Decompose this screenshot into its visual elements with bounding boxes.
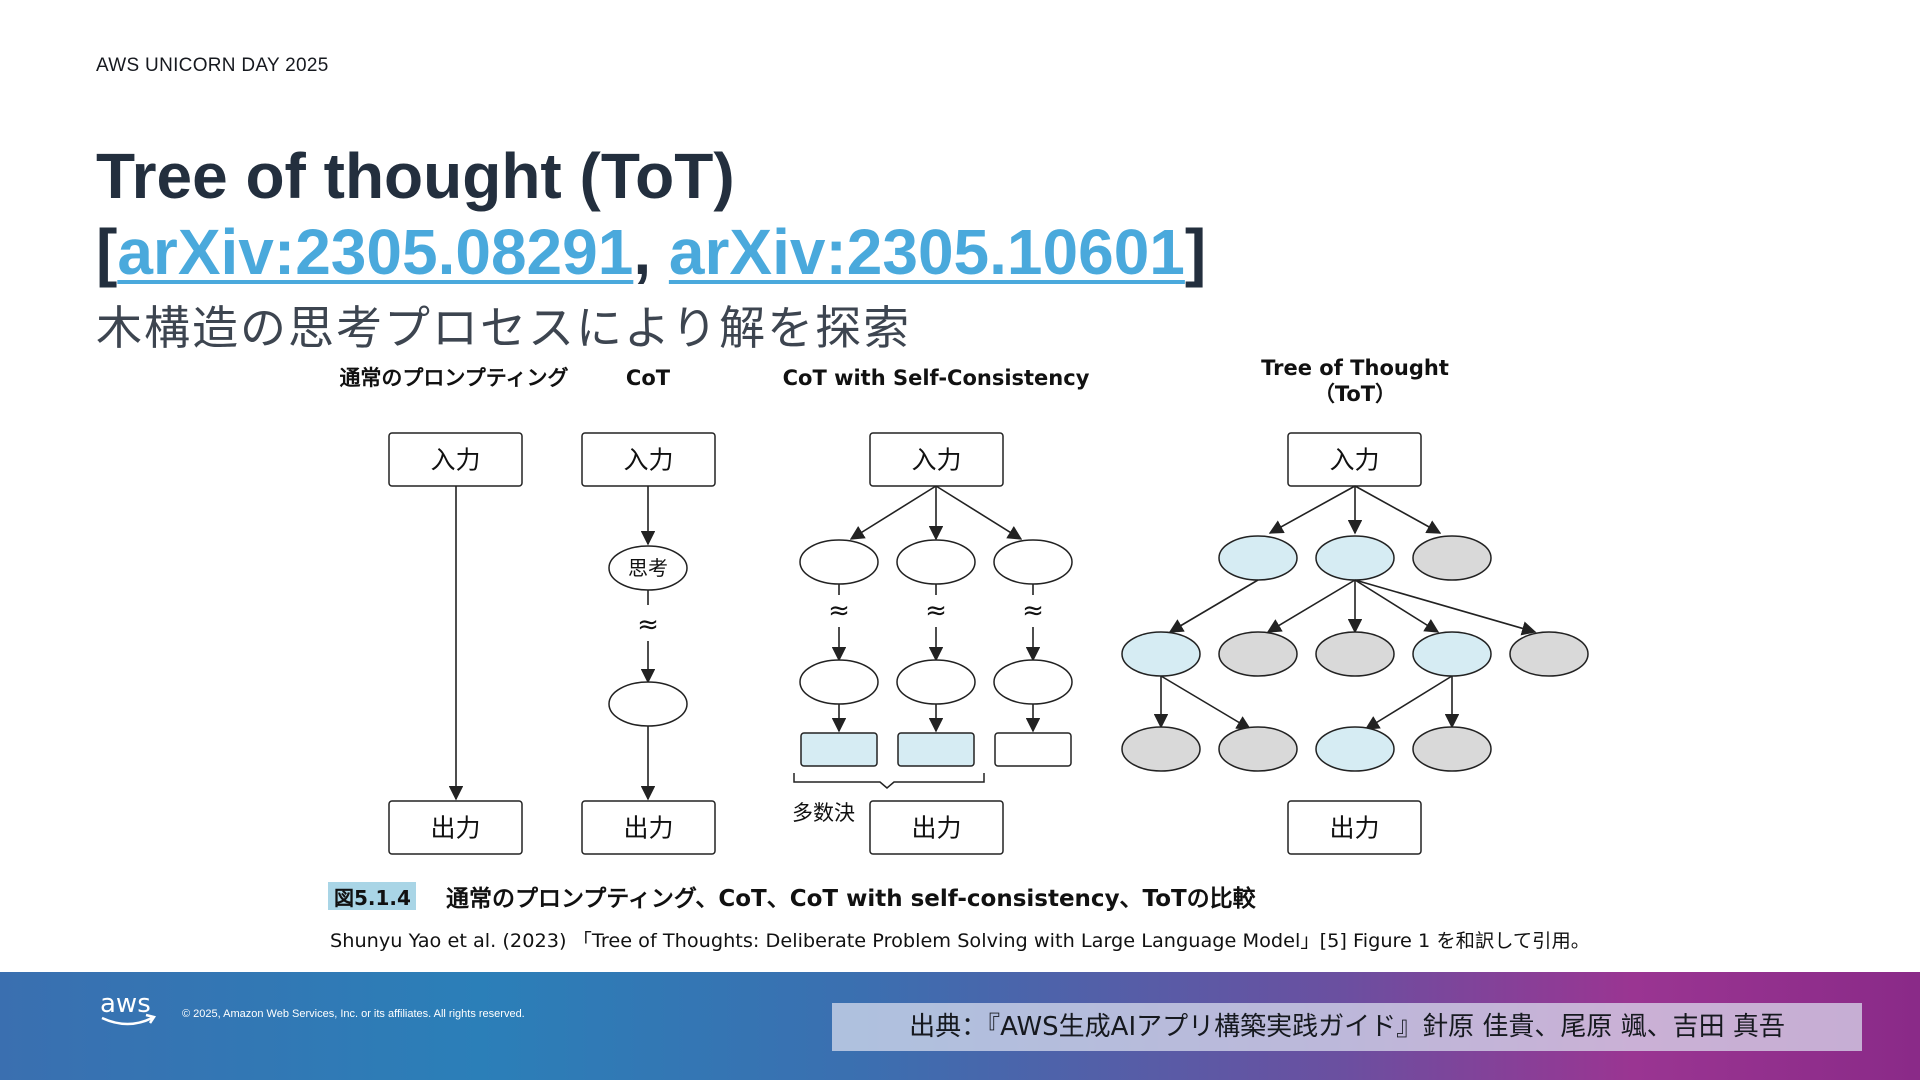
aws-logo-icon: aws xyxy=(100,990,157,1026)
arrow-sc-fan xyxy=(935,485,1023,540)
majority-vote-label: 多数決 xyxy=(792,801,855,825)
arrow-tot xyxy=(1364,675,1453,730)
thought-node-cot-label: 思考 xyxy=(628,556,668,580)
open-bracket: [ xyxy=(96,216,118,288)
node-sc-2 xyxy=(799,659,879,705)
output-box-cot xyxy=(581,800,716,855)
source-citation: 出典：『AWS生成AIアプリ構築実践ガイド』針原 佳貴、尾原 颯、吉田 真吾 xyxy=(832,1003,1862,1051)
heading-cot: CoT xyxy=(626,366,671,390)
output-box-tot-label: 出力 xyxy=(1329,814,1379,843)
figure-citation: Shunyu Yao et al. (2023) 「Tree of Though… xyxy=(330,930,1590,952)
arrow-tot xyxy=(1160,675,1252,730)
input-box-sc-label: 入力 xyxy=(911,446,961,475)
caption-text: 通常のプロンプティング、CoT、CoT with self-consistenc… xyxy=(446,885,1257,912)
node-tot-l1 xyxy=(1412,535,1492,581)
node-tot-l3 xyxy=(1412,726,1492,772)
output-box-cot-label: 出力 xyxy=(623,814,673,843)
output-box-normal xyxy=(388,800,523,855)
heading-cot-sc: CoT with Self-Consistency xyxy=(783,366,1090,390)
continuation-mark: ≈ xyxy=(1022,596,1044,626)
answer-box-sc xyxy=(800,732,878,767)
link-separator: , xyxy=(633,216,669,288)
continuation-mark: ≈ xyxy=(828,596,850,626)
copyright-text: © 2025, Amazon Web Services, Inc. or its… xyxy=(182,1008,525,1020)
continuation-mark: ≈ xyxy=(925,596,947,626)
arrow-sc-fan xyxy=(849,485,937,540)
output-box-normal-label: 出力 xyxy=(430,814,480,843)
continuation-mark: ≈ xyxy=(637,610,659,640)
node-tot-l1 xyxy=(1315,535,1395,581)
caption-number: 図5.1.4 xyxy=(334,886,411,910)
heading-tot-2: （ToT） xyxy=(1314,382,1396,406)
output-box-sc-label: 出力 xyxy=(911,814,961,843)
node-tot-l2 xyxy=(1218,631,1298,677)
input-box-normal-label: 入力 xyxy=(430,446,480,475)
answer-box-sc xyxy=(994,732,1072,767)
majority-vote-brace xyxy=(793,773,985,789)
node-sc-1 xyxy=(993,539,1073,585)
output-box-tot xyxy=(1287,800,1422,855)
node-tot-l1 xyxy=(1218,535,1298,581)
arxiv-link-2[interactable]: arXiv:2305.10601 xyxy=(668,216,1185,288)
close-bracket: ] xyxy=(1184,216,1207,288)
tot-comparison-figure: 通常のプロンプティング CoT CoT with Self-Consistency T… xyxy=(328,356,1590,952)
node-cot-2 xyxy=(608,681,688,727)
input-box-tot-label: 入力 xyxy=(1329,446,1379,475)
heading-tot-1: Tree of Thought xyxy=(1261,356,1449,380)
page-title: Tree of thought (ToT) [arXiv:2305.08291,… xyxy=(96,138,1206,290)
event-name: AWS UNICORN DAY 2025 xyxy=(96,55,329,76)
input-box-cot-label: 入力 xyxy=(623,446,673,475)
answer-box-sc xyxy=(897,732,975,767)
node-tot-l2 xyxy=(1315,631,1395,677)
node-tot-l3 xyxy=(1218,726,1298,772)
node-sc-1 xyxy=(896,539,976,585)
page-subtitle: 木構造の思考プロセスにより解を探索 xyxy=(96,302,912,354)
arrow-tot xyxy=(1266,579,1356,633)
arrow-tot xyxy=(1168,579,1259,633)
heading-normal: 通常のプロンプティング xyxy=(339,366,568,390)
node-tot-l3 xyxy=(1315,726,1395,772)
arrow-tot xyxy=(1354,579,1537,636)
node-tot-l2 xyxy=(1412,631,1492,677)
node-tot-l2 xyxy=(1509,631,1589,677)
node-tot-l3 xyxy=(1121,726,1201,772)
output-box-sc xyxy=(869,800,1004,855)
arrow-tot xyxy=(1268,485,1356,534)
aws-logo-text: aws xyxy=(100,990,151,1019)
arrow-tot xyxy=(1354,579,1440,633)
title-line1: Tree of thought (ToT) xyxy=(96,140,735,212)
title-line2: [arXiv:2305.08291, arXiv:2305.10601] xyxy=(96,214,1206,290)
node-sc-2 xyxy=(993,659,1073,705)
node-tot-l2 xyxy=(1121,631,1201,677)
arxiv-link-1[interactable]: arXiv:2305.08291 xyxy=(117,216,634,288)
caption-number-bg xyxy=(328,882,416,910)
node-sc-1 xyxy=(799,539,879,585)
node-sc-2 xyxy=(896,659,976,705)
arrow-tot xyxy=(1354,485,1442,534)
